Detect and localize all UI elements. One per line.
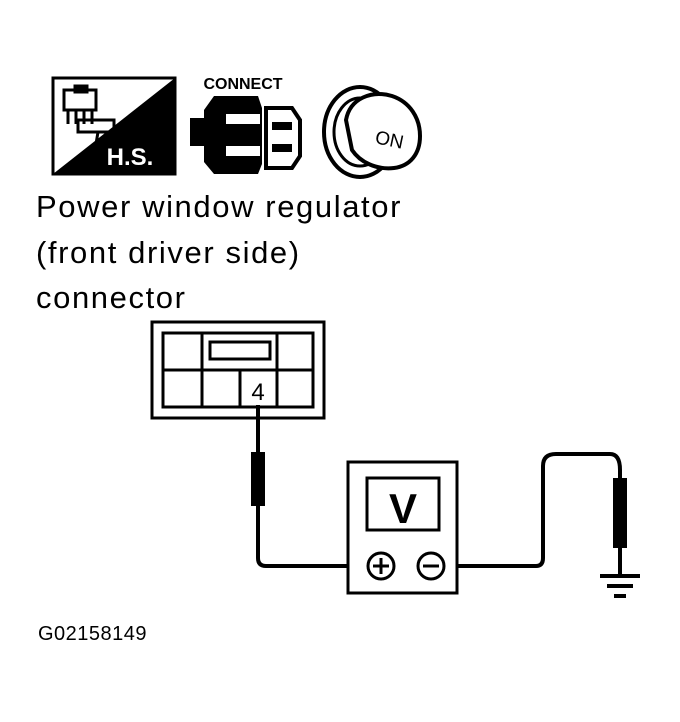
positive-probe — [251, 452, 265, 506]
harness-connector: 4 — [150, 320, 326, 420]
connect-label: CONNECT — [203, 76, 282, 93]
voltmeter: V — [346, 460, 459, 595]
title-line-3: connector — [36, 280, 187, 315]
harness-sensor-icon: H.S. — [51, 76, 177, 176]
title-line-2: (front driver side) — [36, 235, 301, 270]
ignition-key-on-icon: ON — [322, 85, 423, 179]
negative-probe — [613, 478, 627, 548]
test-leads — [256, 405, 622, 574]
ground-icon — [600, 574, 640, 598]
hs-label: H.S. — [107, 144, 154, 171]
title-line-1: Power window regulator — [36, 189, 403, 224]
connector-connect-icon: CONNECT — [190, 76, 302, 174]
terminal-4-label: 4 — [251, 379, 264, 406]
figure-code: G02158149 — [38, 623, 148, 645]
voltmeter-label: V — [389, 485, 417, 532]
